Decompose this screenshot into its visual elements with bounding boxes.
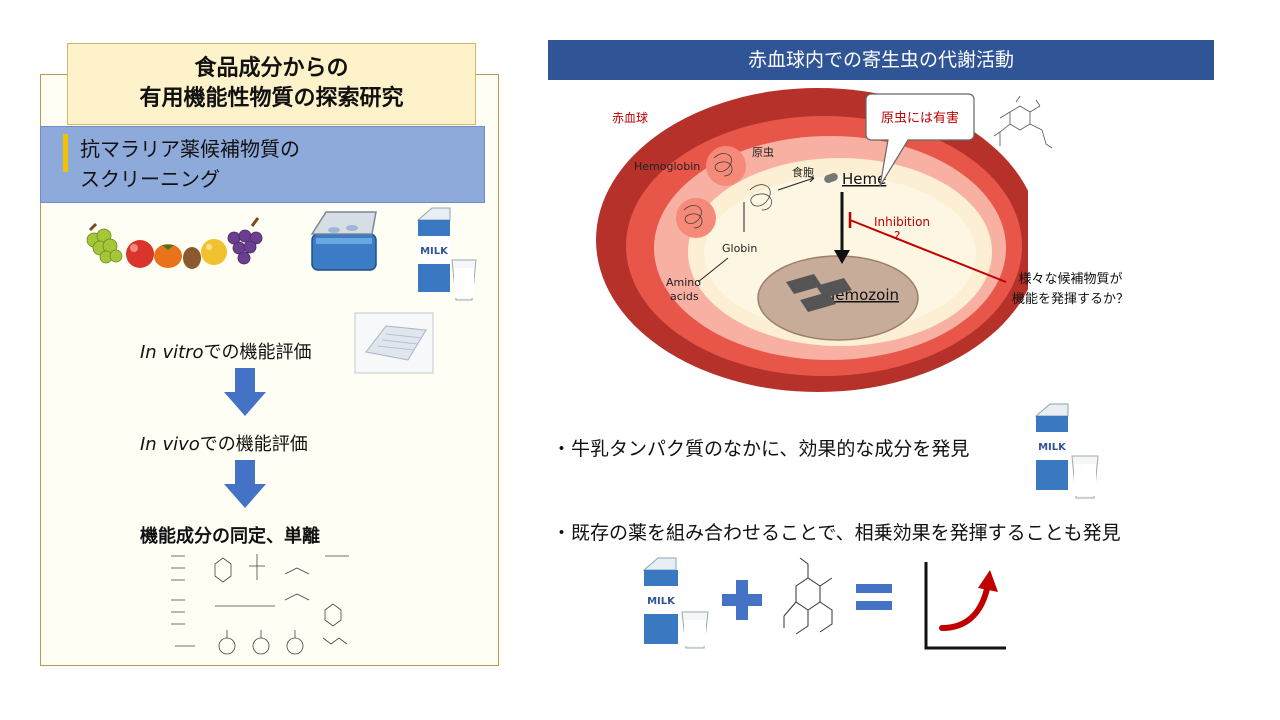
chemical-structures-illustration: [171, 554, 349, 655]
artemisinin-structure-illustration: [783, 557, 833, 635]
step2-italic: In vivo: [140, 434, 200, 455]
arrow-to-heme: [777, 177, 815, 191]
label-question: ?: [894, 229, 900, 243]
subtitle-text: 抗マラリア薬候補物質の スクリーニング: [80, 134, 300, 194]
subtitle-box: [40, 126, 485, 203]
subtitle-accent-bar: [63, 134, 68, 172]
metabolism-banner: 赤血球内での寄生虫の代謝活動: [548, 40, 1214, 80]
label-heme: Heme: [842, 170, 886, 188]
candidate-line2: 機能を発揮するか？: [1012, 292, 1130, 307]
subtitle-line1: 抗マラリア薬候補物質の: [80, 137, 300, 161]
milk-label: MILK: [420, 246, 449, 257]
title-box: 食品成分からの 有用機能性物質の探索研究: [67, 43, 476, 125]
label-food-vacuole: 食胞: [792, 165, 814, 179]
synergy-rise-chart-icon: [924, 562, 1006, 650]
title-line1: 食品成分からの: [194, 56, 349, 81]
down-arrow-1: [224, 368, 266, 416]
hemoglobin-blob-1: [706, 146, 746, 186]
heme-molecule: [824, 172, 838, 184]
step-isolation: 機能成分の同定、単離: [140, 526, 320, 547]
candidate-line1: 様々な候補物質が: [1018, 272, 1123, 287]
arrow-to-heme-head: [807, 175, 815, 183]
microplate-icon: [354, 312, 434, 374]
milk-carton-icon-3: MILK: [642, 557, 709, 649]
down-arrow-2: [224, 460, 266, 508]
plus-icon: [722, 580, 762, 620]
milk-label-3: MILK: [647, 596, 676, 607]
step2-text: での機能評価: [199, 434, 308, 455]
arrow-to-hemozoin-head: [834, 250, 850, 264]
hemoglobin-blob-2: [676, 198, 716, 238]
milk-label-2: MILK: [1038, 442, 1067, 453]
milk-carton-icon: MILK: [416, 207, 477, 301]
title-line2: 有用機能性物質の探索研究: [139, 86, 404, 111]
step-in-vitro: In vitroでの機能評価: [140, 338, 312, 364]
milk-carton-icon-2: MILK: [1034, 403, 1099, 499]
bullet-combination: ・既存の薬を組み合わせることで、相乗効果を発揮することも発見: [552, 522, 1121, 544]
label-rbc: 赤血球: [612, 111, 648, 125]
label-parasite: 原虫: [752, 146, 774, 159]
step1-italic: In vitro: [140, 342, 204, 363]
label-amino: Amino: [666, 276, 701, 289]
harmful-speech-bubble: 原虫には有害: [865, 93, 975, 187]
subtitle-line2: スクリーニング: [80, 167, 220, 191]
label-harmful: 原虫には有害: [881, 110, 959, 126]
equals-icon: [856, 584, 892, 610]
label-inhibition: Inhibition: [874, 215, 930, 229]
arrow-to-amino: [697, 257, 729, 283]
label-globin: Globin: [722, 242, 757, 255]
step1-text: での機能評価: [203, 342, 312, 363]
bullet-milk-protein: ・牛乳タンパク質のなかに、効果的な成分を発見: [552, 438, 970, 460]
label-hemoglobin: Hemoglobin: [634, 160, 700, 173]
step-in-vivo: In vivoでの機能評価: [140, 430, 308, 456]
candidate-text: 様々な候補物質が 機能を発揮するか？: [1012, 270, 1129, 310]
fruits-illustration: [86, 217, 263, 269]
cooler-box-icon: [310, 211, 377, 271]
inhibition-line: [849, 219, 1007, 283]
heme-structure-illustration: [993, 95, 1053, 149]
rbc-diagram: 赤血球 Hemoglobin 原虫 食胞 Heme Globin Amino a…: [596, 88, 1028, 392]
label-acids: acids: [670, 290, 699, 303]
